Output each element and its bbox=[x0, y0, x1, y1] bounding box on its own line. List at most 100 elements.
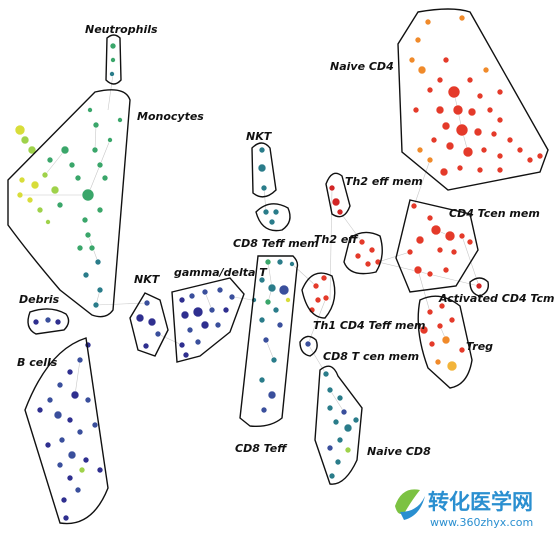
outline-neutrophils bbox=[105, 34, 122, 85]
cluster-node bbox=[496, 88, 504, 96]
cluster-node bbox=[314, 296, 322, 304]
cluster-node bbox=[84, 231, 92, 239]
tree-edge bbox=[157, 333, 183, 346]
cluster-node bbox=[76, 428, 84, 436]
cluster-node bbox=[406, 248, 414, 256]
tree-edge bbox=[413, 159, 431, 207]
cluster-labels: Neutrophils Monocytes Debris B cells NKT… bbox=[17, 23, 555, 458]
tree-edge bbox=[417, 269, 431, 313]
cluster-node bbox=[87, 107, 93, 113]
cluster-node bbox=[326, 444, 334, 452]
outline-th2-eff bbox=[343, 231, 383, 275]
cluster-node bbox=[326, 404, 334, 412]
cluster-node bbox=[270, 356, 278, 364]
cluster-node bbox=[436, 76, 444, 84]
outline-cd4-tcen bbox=[395, 199, 479, 293]
label-cd8-tcen: CD8 T cen mem bbox=[323, 350, 419, 363]
cluster-node bbox=[84, 396, 92, 404]
cluster-node bbox=[334, 458, 342, 466]
label-cd4-tcen: CD4 Tcen mem bbox=[449, 207, 540, 220]
tree-edge bbox=[94, 124, 97, 151]
cluster-node bbox=[332, 418, 340, 426]
cluster-node bbox=[496, 166, 504, 174]
outline-monocytes bbox=[7, 89, 131, 318]
cluster-node bbox=[436, 322, 444, 330]
tree-edge bbox=[339, 211, 363, 243]
cluster-node bbox=[76, 356, 84, 364]
tree-edge bbox=[291, 263, 317, 287]
label-naive-cd4: Naive CD4 bbox=[330, 60, 394, 73]
cluster-node bbox=[466, 76, 474, 84]
cluster-node bbox=[44, 441, 52, 449]
cluster-node bbox=[442, 56, 450, 64]
cluster-node bbox=[78, 466, 86, 474]
cluster-node bbox=[267, 283, 277, 293]
cluster-node bbox=[18, 176, 26, 184]
tree-edge bbox=[267, 261, 273, 289]
cluster-node bbox=[74, 174, 82, 182]
label-gamma-delta: gamma/delta T bbox=[174, 266, 268, 279]
cluster-node bbox=[358, 238, 366, 246]
label-monocytes: Monocytes bbox=[137, 110, 204, 123]
cluster-node bbox=[262, 208, 270, 216]
cluster-node bbox=[109, 42, 117, 50]
cluster-node bbox=[178, 296, 186, 304]
cluster-node bbox=[228, 293, 236, 301]
cluster-node bbox=[26, 196, 34, 204]
watermark-url: www.360zhyx.com bbox=[430, 516, 533, 529]
cluster-node bbox=[143, 299, 151, 307]
cluster-node bbox=[344, 446, 352, 454]
cluster-node bbox=[264, 258, 272, 266]
cluster-node bbox=[320, 274, 328, 282]
cluster-node bbox=[475, 282, 483, 290]
cluster-node bbox=[336, 436, 344, 444]
cluster-node bbox=[435, 105, 445, 115]
cluster-node bbox=[182, 351, 190, 359]
cluster-node bbox=[96, 206, 104, 214]
cluster-node bbox=[110, 57, 116, 63]
cluster-node bbox=[147, 317, 157, 327]
cluster-node bbox=[272, 306, 280, 314]
outline-gamma-delta bbox=[171, 277, 245, 363]
cluster-node bbox=[82, 271, 90, 279]
cluster-node bbox=[364, 260, 372, 268]
cluster-node bbox=[447, 85, 461, 99]
cluster-node bbox=[426, 86, 434, 94]
label-nkt-top: NKT bbox=[246, 130, 273, 143]
cluster-node bbox=[476, 92, 484, 100]
tree-edge bbox=[263, 187, 267, 213]
cluster-node bbox=[53, 410, 63, 420]
cluster-node bbox=[178, 341, 186, 349]
cluster-node bbox=[343, 423, 353, 433]
tree-edge bbox=[107, 73, 114, 111]
cluster-node bbox=[430, 136, 438, 144]
cluster-node bbox=[439, 167, 449, 177]
cluster-node bbox=[258, 276, 266, 284]
cluster-node bbox=[154, 330, 162, 338]
cluster-node bbox=[44, 316, 52, 324]
cluster-node bbox=[456, 164, 464, 172]
label-neutrophils: Neutrophils bbox=[85, 23, 158, 36]
cluster-node bbox=[92, 121, 100, 129]
cluster-node bbox=[336, 394, 344, 402]
cluster-node bbox=[192, 306, 204, 318]
label-th1: Th1 CD4 Teff mem bbox=[313, 319, 425, 332]
cluster-node bbox=[438, 302, 446, 310]
label-debris: Debris bbox=[19, 293, 60, 306]
label-b-cells: B cells bbox=[17, 356, 58, 369]
cluster-node bbox=[486, 106, 494, 114]
cluster-node bbox=[426, 156, 434, 164]
cluster-node bbox=[41, 171, 49, 179]
cluster-node bbox=[260, 406, 268, 414]
cluster-node bbox=[490, 130, 498, 138]
cluster-node bbox=[82, 456, 90, 464]
label-activated-cd4: Activated CD4 Tcm bbox=[438, 292, 555, 305]
cluster-node bbox=[304, 340, 312, 348]
cluster-node bbox=[496, 152, 504, 160]
cluster-node bbox=[257, 163, 267, 173]
cluster-node bbox=[466, 238, 474, 246]
cluster-node bbox=[328, 472, 336, 480]
cluster-node bbox=[260, 184, 268, 192]
cluster-node bbox=[200, 320, 210, 330]
cluster-node bbox=[412, 106, 420, 114]
